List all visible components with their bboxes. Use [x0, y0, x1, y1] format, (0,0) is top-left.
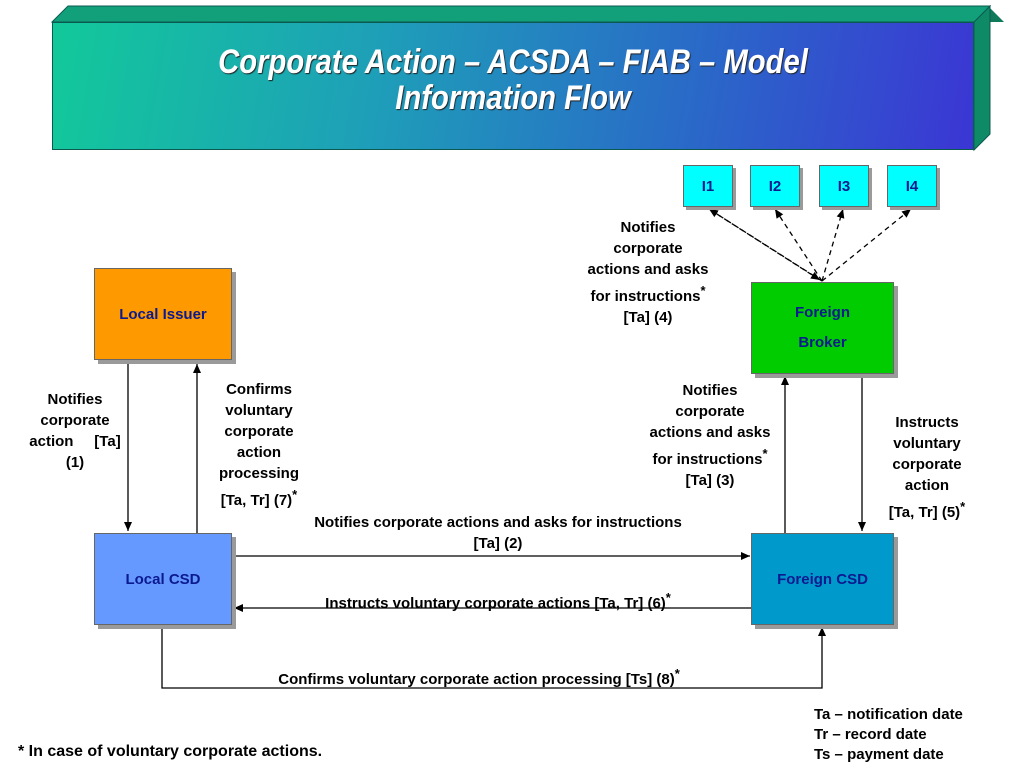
investor-label-i1: I1	[701, 177, 715, 195]
asterisk-7: *	[292, 487, 298, 502]
investor-label-i4: I4	[905, 177, 919, 195]
foreign-csd-label: Foreign CSD	[777, 570, 868, 588]
title-line-2: Information Flow	[395, 79, 631, 117]
arrow-4-group	[708, 208, 912, 282]
local-issuer-label: Local Issuer	[119, 305, 207, 323]
flow-1-label: Notifies corporate action [Ta] (1)	[29, 391, 121, 471]
legend-tr: Tr – record date	[814, 726, 927, 743]
flow-6-label: Instructs voluntary corporate actions [T…	[325, 590, 671, 612]
foreign-broker-label-1: Foreign	[795, 304, 850, 321]
asterisk-3: *	[762, 446, 768, 461]
arrow-8	[161, 625, 826, 689]
flow-3-label: Notifies corporate actions and asks for …	[649, 382, 771, 489]
flow-7-label: Confirms voluntary corporate action proc…	[218, 381, 300, 509]
flow-8-label: Confirms voluntary corporate action proc…	[278, 666, 680, 688]
investor-box-i3: I3	[819, 165, 869, 207]
foreign-broker-label-2: Broker	[798, 334, 847, 351]
legend-ta: Ta – notification date	[814, 706, 963, 723]
investor-label-i3: I3	[837, 177, 851, 195]
flow-2-label: Notifies corporate actions and asks for …	[314, 514, 682, 552]
asterisk-6: *	[665, 590, 671, 605]
legend-ts: Ts – payment date	[814, 746, 944, 763]
flow-5-label: Instructs voluntary corporate action [Ta…	[888, 414, 966, 521]
investor-box-i2: I2	[750, 165, 800, 207]
local-csd-box: Local CSD	[94, 533, 232, 625]
title-line-1: Corporate Action – ACSDA – FIAB – Model	[218, 43, 808, 81]
page-title: Corporate Action – ACSDA – FIAB – Model …	[117, 44, 910, 116]
asterisk-8: *	[674, 666, 680, 681]
footnote: * In case of voluntary corporate actions…	[18, 743, 323, 760]
foreign-csd-box: Foreign CSD	[751, 533, 894, 625]
local-issuer-box: Local Issuer	[94, 268, 232, 360]
local-csd-label: Local CSD	[125, 570, 201, 588]
date-legend: Ta – notification date Tr – record date …	[814, 705, 963, 765]
asterisk-4: *	[700, 283, 706, 298]
flow-4-label: Notifies corporate actions and asks for …	[587, 219, 709, 326]
investor-label-i2: I2	[768, 177, 782, 195]
asterisk-5: *	[960, 499, 966, 514]
investor-box-i1: I1	[683, 165, 733, 207]
investor-box-i4: I4	[887, 165, 937, 207]
foreign-broker-box: Foreign Broker	[751, 282, 894, 374]
